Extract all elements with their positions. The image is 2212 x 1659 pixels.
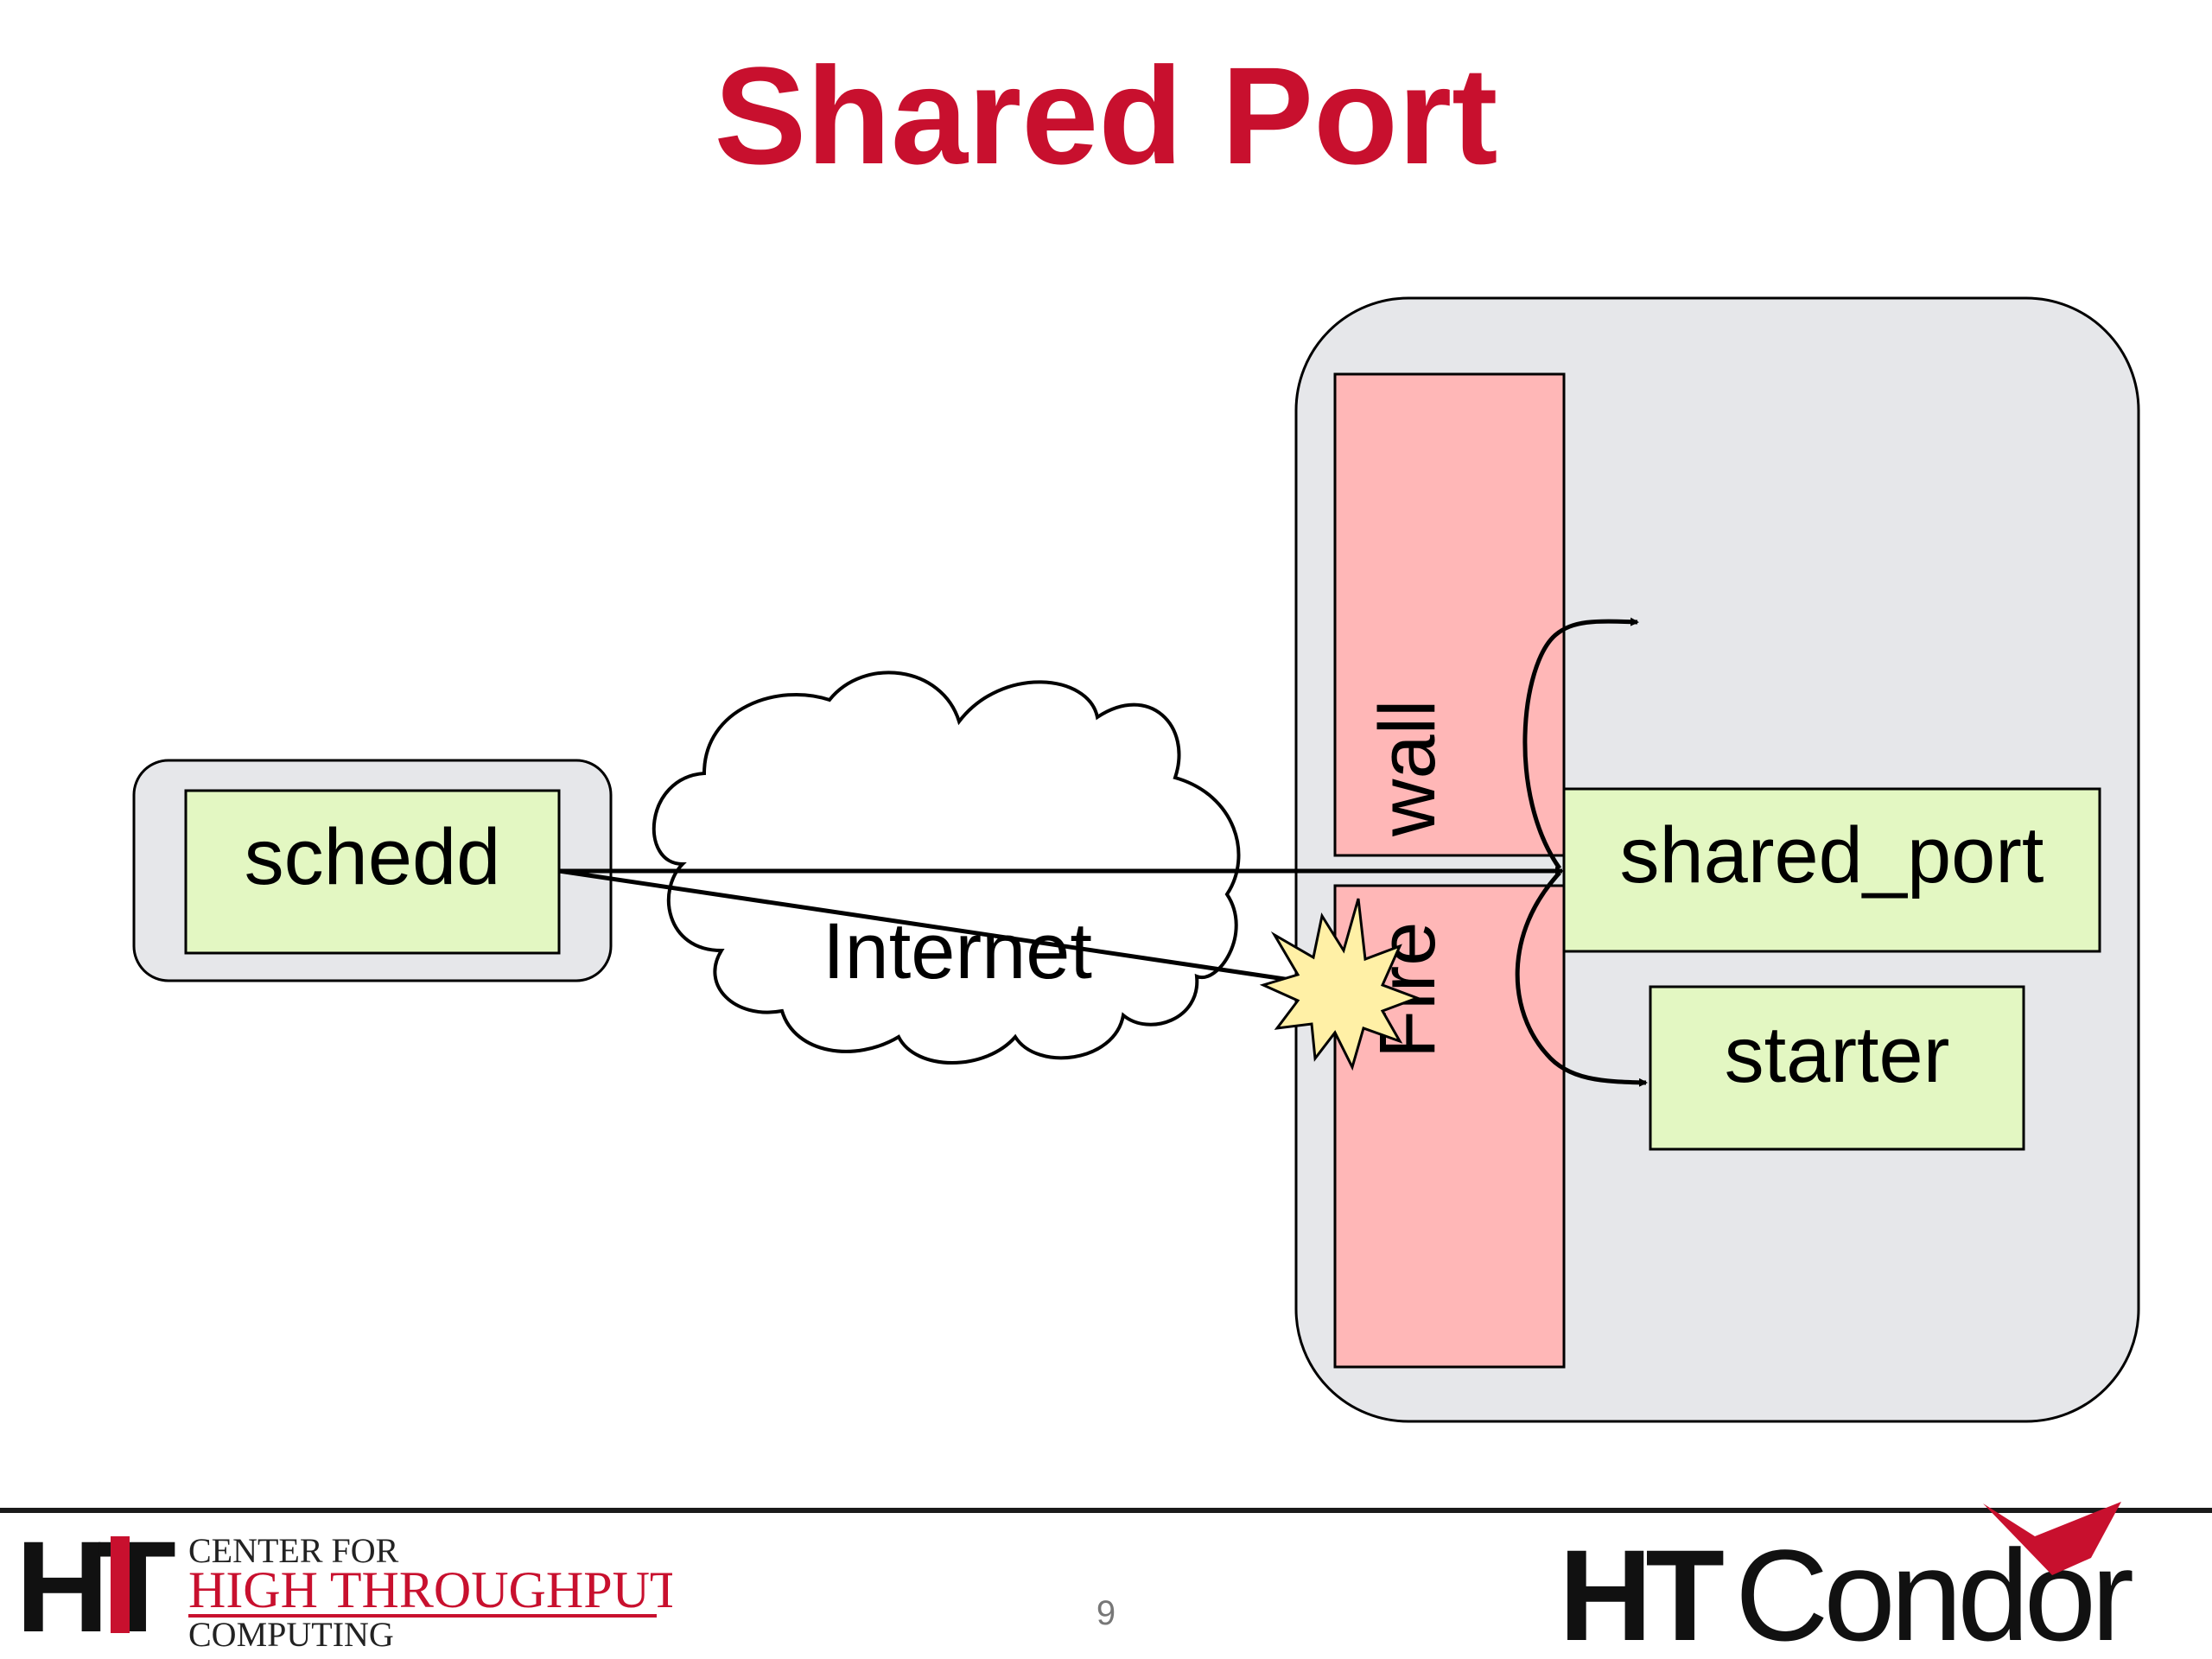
starter-label: starter (1725, 1011, 1950, 1099)
htcondor-logo-mark: HT (1559, 1522, 1724, 1657)
firewall-label-wall: wall (1363, 700, 1452, 837)
starter-box (1649, 985, 2025, 1151)
collision-burst-icon (1259, 898, 1421, 1071)
htcondor-checkmark-icon (1983, 1502, 2121, 1575)
chtc-logo-mark: HT (16, 1529, 175, 1650)
shared-port-box (1562, 787, 2101, 953)
shared-port-label: shared_port (1620, 811, 2044, 899)
internet-cloud (652, 671, 1241, 1065)
slide-title: Shared Port (714, 38, 1498, 193)
chtc-logo-accent (111, 1536, 130, 1633)
blocked-connection-line (558, 868, 1297, 983)
schedd-box (184, 789, 561, 955)
page-number: 9 (1096, 1594, 1116, 1632)
htcondor-logo: HT Condor (1559, 1502, 2138, 1657)
footer-rule (0, 1508, 2212, 1513)
chtc-logo: HT CENTER FOR HIGH THROUGHPUT COMPUTING (16, 1529, 672, 1650)
internet-label: Internet (823, 907, 1092, 995)
schedd-label: schedd (245, 813, 501, 901)
forward-to-starter-arrow (1515, 871, 1648, 1087)
chtc-logo-line2: HIGH THROUGHPUT (188, 1561, 672, 1618)
forward-up-arrow (1522, 617, 1639, 870)
chtc-logo-line3: COMPUTING (188, 1615, 394, 1650)
chtc-logo-line1: CENTER FOR (188, 1531, 399, 1570)
